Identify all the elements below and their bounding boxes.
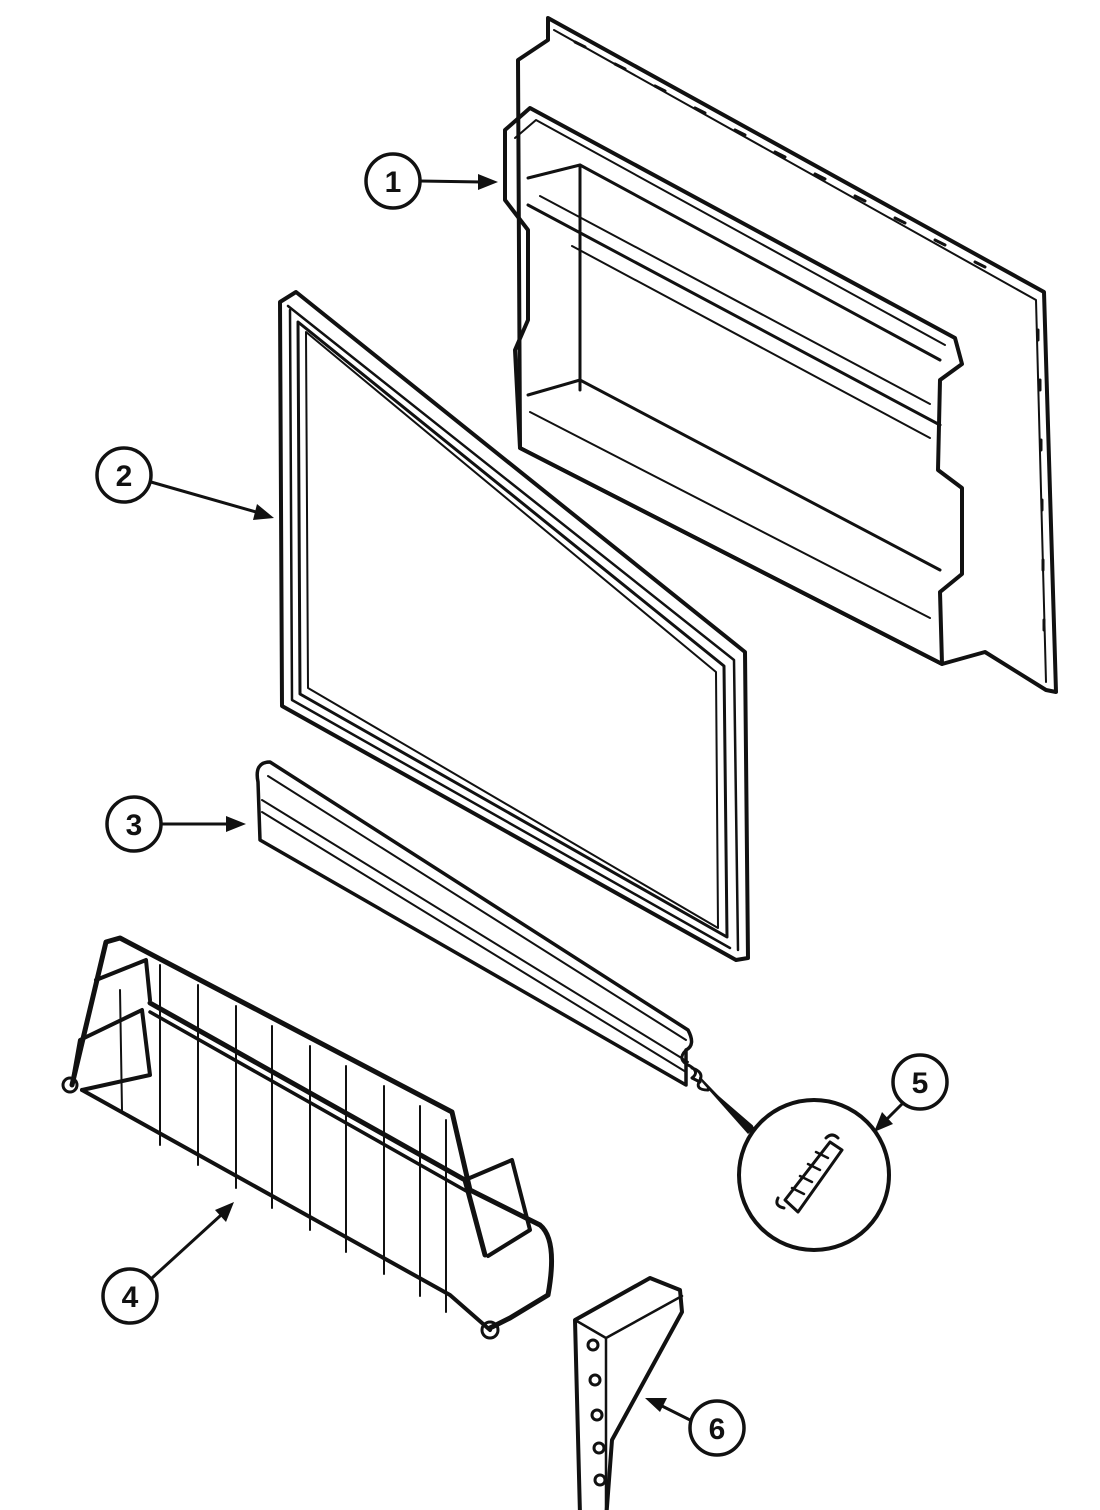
leader-arrow-3 xyxy=(159,816,246,832)
leader-arrow-5 xyxy=(874,1101,905,1132)
callout-2-label: 2 xyxy=(116,460,133,493)
callout-3: 3 xyxy=(105,795,163,853)
wire-shelf-part xyxy=(61,935,555,1340)
shelf-bracket-part xyxy=(573,1276,684,1510)
callout-2: 2 xyxy=(95,446,153,504)
callout-3-label: 3 xyxy=(126,809,143,842)
callout-5-label: 5 xyxy=(912,1067,929,1100)
door-rail-part xyxy=(255,760,755,1134)
leader-arrow-6 xyxy=(645,1398,692,1422)
callout-4: 4 xyxy=(101,1267,159,1325)
callout-1-label: 1 xyxy=(385,166,402,199)
callout-6-label: 6 xyxy=(709,1413,726,1446)
door-liner-part xyxy=(503,16,1058,694)
leader-arrow-2 xyxy=(149,480,274,520)
callout-5: 5 xyxy=(891,1053,949,1111)
door-gasket-part xyxy=(278,290,750,962)
leader-arrow-1 xyxy=(418,174,498,190)
callout-6: 6 xyxy=(688,1399,746,1457)
rail-clip-detail-part xyxy=(737,1098,891,1252)
callout-4-label: 4 xyxy=(122,1281,139,1314)
callout-1: 1 xyxy=(364,152,422,210)
leader-arrow-4 xyxy=(150,1202,234,1280)
